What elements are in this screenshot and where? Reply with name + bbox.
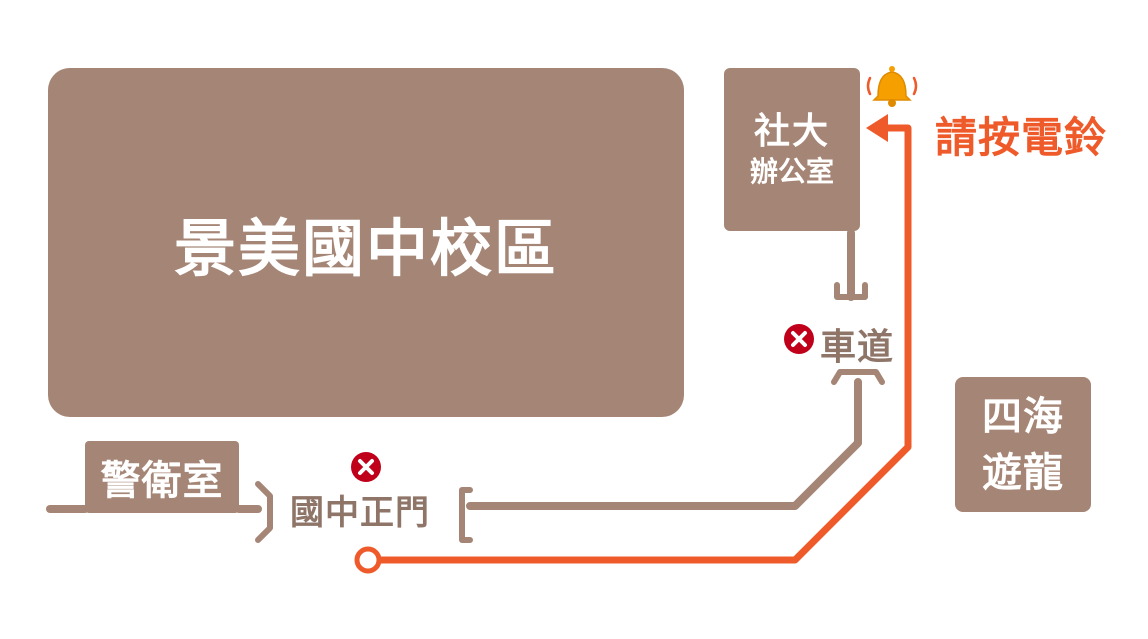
sihai-label-line1: 四海 [982, 393, 1064, 440]
walkway-arrows [255, 282, 885, 543]
main-gate-label: 國中正門 [290, 493, 430, 533]
school-campus-label: 景美國中校區 [173, 211, 558, 285]
ring-bell-label: 請按電鈴 [935, 113, 1108, 162]
driveway-to-gate-line [466, 378, 862, 510]
guard-room-label: 警衛室 [100, 458, 224, 504]
bell-icon [866, 66, 918, 107]
driveway-label: 車道 [820, 327, 895, 368]
sihai-label-line2: 遊龍 [982, 449, 1064, 496]
route-start-icon [354, 546, 382, 574]
school-campus-block: 景美國中校區 [48, 68, 684, 417]
route-arrow-head [866, 114, 888, 142]
office-label-line1: 社大 [753, 110, 830, 152]
driveway-top-bracket [834, 282, 868, 300]
gate-left-bracket [255, 481, 273, 543]
walkway-path [46, 229, 862, 513]
route-line [365, 124, 912, 564]
x-circle-icon [784, 324, 814, 354]
office-label-line2: 辦公室 [749, 154, 834, 188]
recommended-route [354, 114, 912, 574]
guard-room-block: 警衛室 [85, 441, 239, 513]
driveway-bottom-bracket [831, 369, 885, 385]
sihai-youlong-block: 四海 遊龍 [955, 377, 1091, 512]
community-college-office-block: 社大 辦公室 [724, 68, 860, 231]
x-circle-icon [351, 452, 381, 482]
gate-right-bracket [459, 487, 473, 543]
